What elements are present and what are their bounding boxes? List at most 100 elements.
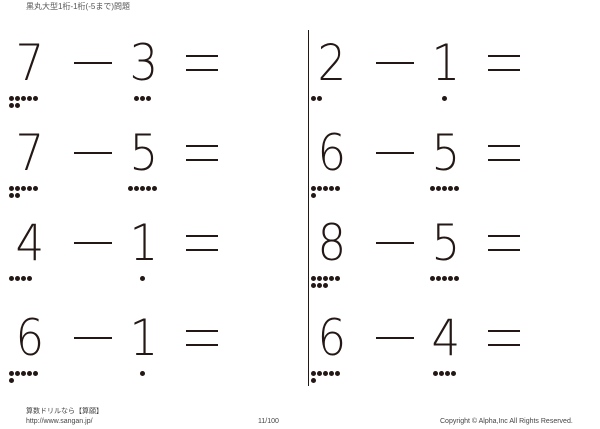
page-number: 11/100 — [258, 418, 279, 425]
dot — [27, 371, 32, 376]
dot — [317, 186, 322, 191]
counting-dots — [442, 88, 482, 101]
dot — [317, 96, 322, 101]
dot — [311, 96, 316, 101]
minus-sign — [376, 337, 414, 339]
counting-dots — [128, 178, 168, 191]
counting-dots — [311, 363, 351, 383]
dot — [128, 186, 133, 191]
dot — [27, 96, 32, 101]
dot — [448, 186, 453, 191]
minuend: 6 — [317, 309, 347, 367]
dot — [311, 371, 316, 376]
counting-dots — [311, 178, 351, 198]
minus-sign — [74, 152, 112, 154]
counting-dots — [9, 178, 49, 198]
subtrahend: 3 — [129, 34, 159, 92]
dot — [21, 371, 26, 376]
dot — [329, 186, 334, 191]
minus-sign — [74, 242, 112, 244]
dot — [335, 186, 340, 191]
minus-sign — [376, 152, 414, 154]
dot — [9, 276, 14, 281]
minus-sign — [74, 337, 112, 339]
subtrahend: 1 — [129, 309, 159, 367]
dot — [15, 96, 20, 101]
dot — [442, 96, 447, 101]
minuend: 4 — [15, 214, 45, 272]
dot — [140, 96, 145, 101]
dot — [15, 371, 20, 376]
dot — [15, 193, 20, 198]
counting-dots — [9, 268, 49, 281]
dot — [311, 283, 316, 288]
equals-sign — [488, 159, 520, 161]
dot — [451, 371, 456, 376]
dot — [33, 371, 38, 376]
minuend: 2 — [317, 34, 347, 92]
dot — [335, 371, 340, 376]
dot — [9, 378, 14, 383]
dot — [9, 193, 14, 198]
dot — [433, 371, 438, 376]
worksheet-title: 黒丸大型1桁-1桁(-5まで)問題 — [26, 2, 131, 11]
dot — [9, 186, 14, 191]
equals-sign — [186, 235, 218, 237]
dot — [442, 186, 447, 191]
dot — [311, 186, 316, 191]
dot — [15, 103, 20, 108]
minus-sign — [74, 62, 112, 64]
counting-dots — [9, 88, 49, 108]
dot — [146, 96, 151, 101]
dot — [140, 276, 145, 281]
equals-sign — [186, 249, 218, 251]
counting-dots — [134, 88, 174, 101]
dot — [454, 186, 459, 191]
subtrahend: 5 — [129, 124, 159, 182]
dot — [436, 186, 441, 191]
counting-dots — [430, 178, 470, 191]
counting-dots — [140, 363, 180, 376]
subtrahend: 5 — [431, 124, 461, 182]
minus-sign — [376, 62, 414, 64]
subtrahend: 5 — [431, 214, 461, 272]
dot — [430, 276, 435, 281]
dot — [335, 276, 340, 281]
footer-copyright: Copyright © Alpha,Inc All Rights Reserve… — [440, 418, 573, 425]
equals-sign — [186, 330, 218, 332]
dot — [15, 276, 20, 281]
minuend: 6 — [317, 124, 347, 182]
minuend: 6 — [15, 309, 45, 367]
equals-sign — [488, 235, 520, 237]
dot — [454, 276, 459, 281]
counting-dots — [140, 268, 180, 281]
dot — [21, 186, 26, 191]
counting-dots — [9, 363, 49, 383]
equals-sign — [488, 55, 520, 57]
dot — [15, 186, 20, 191]
dot — [430, 186, 435, 191]
counting-dots — [311, 268, 351, 288]
equals-sign — [186, 69, 218, 71]
equals-sign — [186, 344, 218, 346]
equals-sign — [488, 69, 520, 71]
dot — [311, 193, 316, 198]
minuend: 7 — [15, 124, 45, 182]
dot — [317, 283, 322, 288]
dot — [329, 371, 334, 376]
dot — [140, 186, 145, 191]
equals-sign — [186, 145, 218, 147]
dot — [317, 371, 322, 376]
equals-sign — [488, 145, 520, 147]
dot — [439, 371, 444, 376]
minus-sign — [376, 242, 414, 244]
subtrahend: 1 — [129, 214, 159, 272]
equals-sign — [186, 159, 218, 161]
dot — [329, 276, 334, 281]
dot — [442, 276, 447, 281]
footer-url[interactable]: http://www.sangan.jp/ — [26, 418, 93, 425]
